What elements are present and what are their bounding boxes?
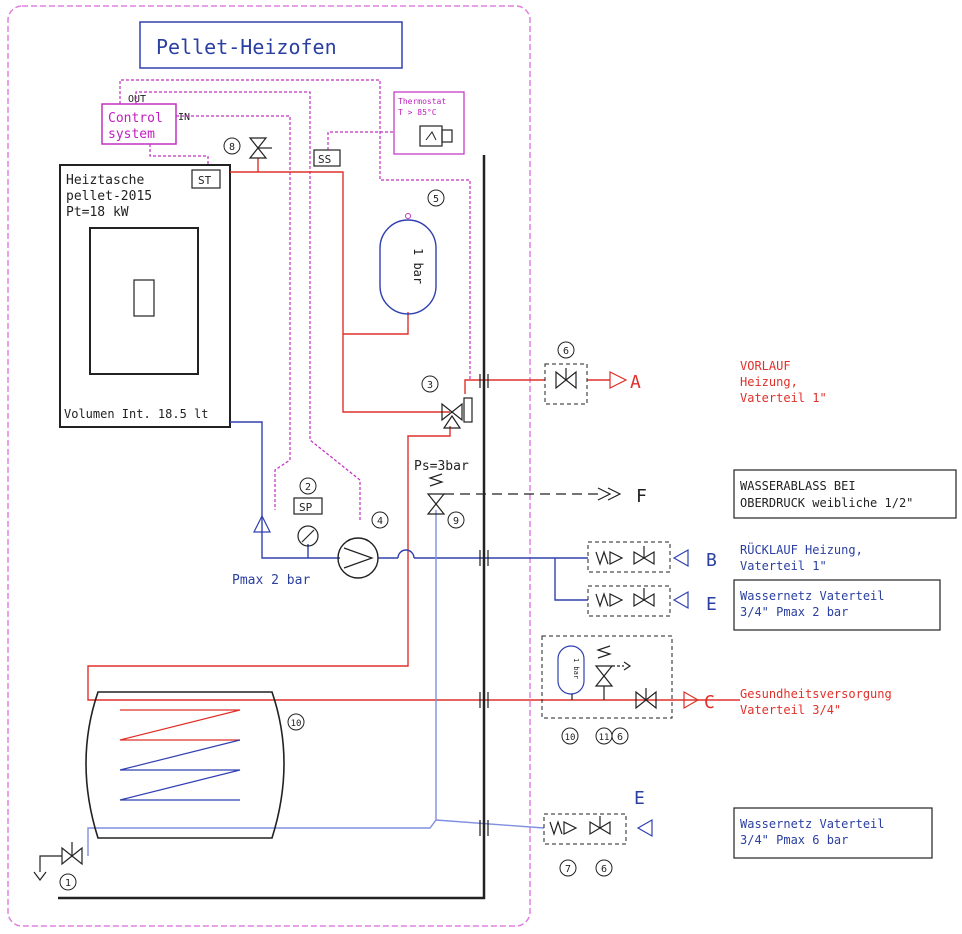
sensor-st-box [191,169,221,189]
expansion-vessel-pressure: 1 bar [411,248,425,284]
viewing-window [133,279,155,317]
tank-coil-hot [119,709,241,741]
connection-c-letter: C [704,692,715,713]
drain-valve-icon [33,842,83,881]
connection-b-letter: B [706,550,717,571]
valve-box-b [587,541,671,573]
connection-c-line2: Vaterteil 3/4" [740,703,841,717]
connection-a-line2: Heizung, [740,375,798,389]
air-vent-icon [253,514,271,533]
callout-10: 10 [291,719,302,729]
title-box [139,21,403,69]
valve-box-e2 [543,813,627,845]
small-vessel-pressure: 1 bar [572,658,580,679]
callout-6a: 6 [563,346,569,357]
control-wiring [119,79,471,520]
thermostat-label-1: Thermostat [398,97,446,106]
sensor-ss-box [313,149,341,167]
valve-box-a [544,363,588,405]
connection-f-box [733,469,957,519]
thermostat-switch-icon [419,125,443,147]
connection-e1-line1: Wassernetz Vaterteil [740,589,885,603]
connection-e2-line2: 3/4" Pmax 6 bar [740,833,848,847]
outlet-c-arrow [683,690,700,710]
boiler-label-2: pellet-2015 [66,189,152,204]
connection-c-line1: Gesundheitsversorgung [740,687,892,701]
callout-3: 3 [427,380,433,391]
inlet-e1-arrow [672,590,689,610]
expansion-vessel [379,219,437,315]
connection-e1-line2: 3/4" Pmax 2 bar [740,605,848,619]
three-way-valve-icon [441,397,473,429]
connection-e1-box [733,579,941,631]
vent-valve-icon [248,137,272,159]
connection-f-letter: F [636,486,647,507]
wall-penetrations [479,374,489,836]
connection-e2-letter: E [634,788,645,809]
control-system-box [101,103,177,145]
boiler-housing [59,164,231,428]
callout-5: 5 [433,194,439,205]
sensor-sp-box [293,497,323,515]
small-expansion-vessel [557,645,585,695]
outlet-a-arrow [609,371,628,389]
safety-valve-icon [426,473,622,515]
connection-b-line1: RÜCKLAUF Heizung, [740,541,863,557]
component-callouts [59,137,629,891]
connection-f-line2: OBERDRUCK weibliche 1/2" [740,496,913,510]
connection-e2-line1: Wassernetz Vaterteil [740,817,885,831]
connection-f-line1: WASSERABLASS BEI [740,479,856,493]
flow-piping [87,158,740,701]
sensor-st-label: ST [198,174,212,187]
boiler-volume-label: Volumen Int. 18.5 lt [64,407,209,421]
callout-1: 1 [65,878,71,889]
callout-9: 9 [453,516,459,527]
valve-box-e1 [587,585,671,617]
callout-6b: 6 [617,732,623,743]
sensor-ss-label: SS [318,153,331,166]
tank-coil-cold [119,739,241,801]
thermostat-label-2: T > 85°C [398,108,437,117]
connection-e2-box [733,807,933,859]
inlet-b-arrow [672,548,689,568]
callout-10b: 10 [565,733,576,743]
boiler-label-1: Heiztasche [66,173,144,188]
pressure-gauge-icon [297,525,319,547]
sanitary-group-box [541,635,673,719]
cold-water-piping [87,510,545,856]
boiler-label-3: Pt=18 kW [66,205,129,220]
pmax-label: Pmax 2 bar [232,573,310,588]
relief-valve-pressure: Ps=3bar [414,459,469,474]
inlet-e2-arrow [636,818,653,838]
unit-enclosure [7,5,531,927]
callout-8: 8 [229,142,235,153]
callout-11: 11 [599,733,610,743]
callout-6c: 6 [601,864,607,875]
connection-b-line2: Vaterteil 1" [740,559,827,573]
combustion-chamber [89,227,199,375]
control-system-label-2: system [108,127,155,142]
control-system-label-1: Control [108,111,163,126]
connection-a-line1: VORLAUF [740,359,791,373]
connection-e1-letter: E [706,594,717,615]
sanitary-relief-valve-icon [571,645,632,700]
callout-7: 7 [565,864,571,875]
control-in-label: IN [178,112,190,123]
control-out-label: OUT [128,94,146,105]
connection-a-line3: Vaterteil 1" [740,391,827,405]
thermostat-box [393,91,465,155]
connection-a-letter: A [630,372,641,393]
circulation-pump-icon [337,537,379,579]
wall-line [58,155,486,900]
callout-2: 2 [305,482,311,493]
storage-tank [85,691,285,839]
page-title: Pellet-Heizofen [156,35,337,59]
sensor-sp-label: SP [299,501,313,514]
callout-4: 4 [377,516,383,527]
